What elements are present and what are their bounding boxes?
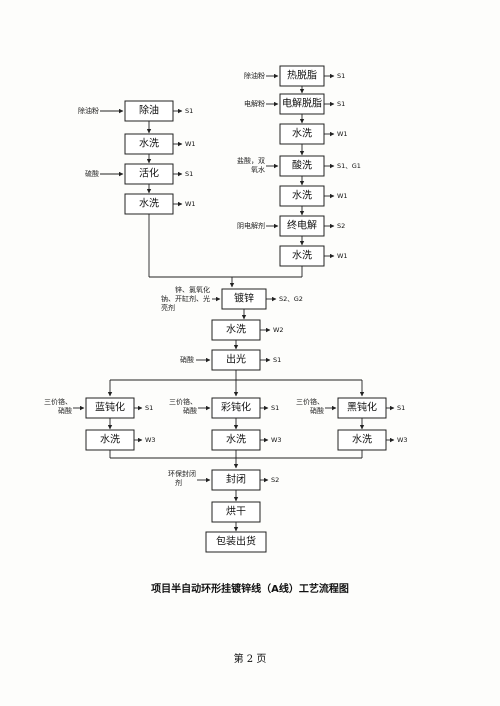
input-r-hot: 除油粉 <box>244 71 265 80</box>
input-seal-2: 剂 <box>175 478 182 487</box>
node-l-degrease-label: 除油 <box>139 104 159 117</box>
node-l-wash1-label: 水洗 <box>139 138 159 150</box>
input-r-acid-2: 氧水 <box>251 165 265 174</box>
node-black-label: 黑钝化 <box>347 401 377 414</box>
output-seal: S2 <box>271 476 279 484</box>
node-wash-a-label: 水洗 <box>226 324 246 336</box>
output-r-elec: S1 <box>337 100 345 108</box>
output-bright: S1 <box>273 356 281 364</box>
input-r-elec: 电解粉 <box>244 99 265 108</box>
output-r-wash2: W1 <box>337 192 348 200</box>
node-pack-label: 包装出货 <box>216 535 256 548</box>
output-r-final: S2 <box>337 222 345 230</box>
input-seal-1: 环保封闭 <box>168 469 196 478</box>
output-color-wash: W3 <box>271 436 282 444</box>
output-black: S1 <box>397 404 405 412</box>
input-zinc-3: 亮剂 <box>161 303 175 312</box>
input-bright: 硝酸 <box>180 355 194 364</box>
output-r-acid: S1、G1 <box>337 162 361 170</box>
input-black-2: 硝酸 <box>310 406 324 415</box>
output-l-wash1: W1 <box>185 140 196 148</box>
output-color: S1 <box>271 404 279 412</box>
input-l-degrease: 除油粉 <box>78 106 99 115</box>
node-r-hot-label: 热脱脂 <box>287 69 317 82</box>
input-r-acid-1: 盐酸，双 <box>237 156 265 165</box>
input-color-1: 三价铬、 <box>169 397 197 406</box>
node-black-wash-label: 水洗 <box>352 434 372 446</box>
node-seal-label: 封闭 <box>226 473 246 486</box>
node-r-final-label: 终电解 <box>287 219 317 232</box>
input-zinc-1: 锌、氯氧化 <box>175 285 210 294</box>
output-r-wash3: W1 <box>337 252 348 260</box>
node-blue-label: 蓝钝化 <box>95 401 125 414</box>
node-r-wash2-label: 水洗 <box>292 190 312 202</box>
input-blue-1: 三价铬、 <box>44 397 72 406</box>
node-dry-label: 烘干 <box>226 506 246 518</box>
node-bright-label: 出光 <box>226 353 246 366</box>
output-black-wash: W3 <box>397 436 408 444</box>
node-zinc-label: 镀锌 <box>234 292 254 305</box>
node-r-wash1-label: 水洗 <box>292 128 312 140</box>
output-l-degrease: S1 <box>185 107 193 115</box>
output-r-hot: S1 <box>337 72 345 80</box>
figure-caption: 项目半自动环形挂镀锌线（A线）工艺流程图 <box>151 582 349 595</box>
output-r-wash1: W1 <box>337 130 348 138</box>
input-blue-2: 硝酸 <box>58 406 72 415</box>
node-r-elec-label: 电解脱脂 <box>282 97 322 110</box>
input-black-1: 三价铬、 <box>296 397 324 406</box>
node-r-acid-label: 酸洗 <box>292 159 312 172</box>
input-color-2: 硝酸 <box>183 406 197 415</box>
node-l-activate-label: 活化 <box>139 167 159 180</box>
node-color-label: 彩钝化 <box>221 401 251 414</box>
page-number: 第 2 页 <box>234 652 267 665</box>
input-l-activate: 硫酸 <box>85 169 99 178</box>
node-r-wash3-label: 水洗 <box>292 250 312 262</box>
node-pack <box>205 531 267 553</box>
output-blue: S1 <box>145 404 153 412</box>
node-color-wash-label: 水洗 <box>226 434 246 446</box>
input-zinc-2: 钠、开缸剂、光 <box>161 294 210 303</box>
input-r-final: 阴电解剂 <box>237 221 265 230</box>
output-l-activate: S1 <box>185 170 193 178</box>
output-blue-wash: W3 <box>145 436 156 444</box>
node-l-wash2-label: 水洗 <box>139 198 159 210</box>
node-blue-wash-label: 水洗 <box>100 434 120 446</box>
output-zinc: S2、G2 <box>279 295 303 303</box>
output-l-wash2: W1 <box>185 200 196 208</box>
output-wash-a: W2 <box>273 326 284 334</box>
